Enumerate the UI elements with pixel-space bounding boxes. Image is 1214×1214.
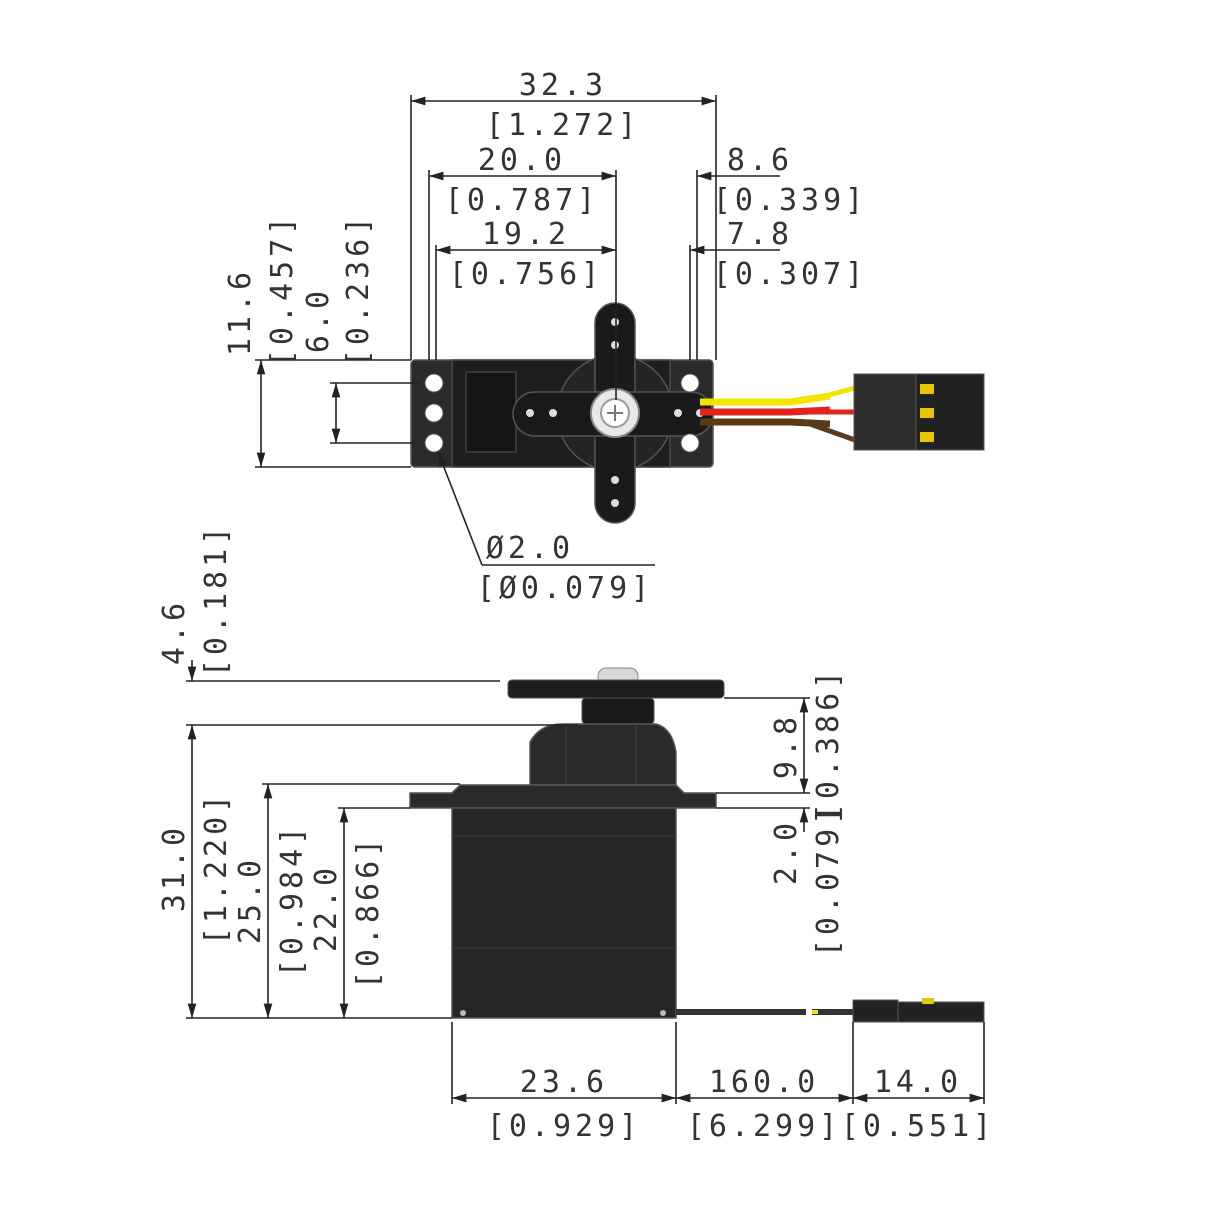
height-inner-in: [0.236]	[341, 213, 376, 367]
hole-span-outer-mm: 20.0	[478, 143, 566, 178]
overall-width-in: [1.272]	[486, 108, 640, 143]
horn-thickness-in: [0.181]	[199, 523, 234, 677]
total-height-in: [1.220]	[199, 791, 234, 945]
servo-side-view	[409, 667, 985, 1023]
connector	[853, 373, 985, 451]
flange-thickness-in: [0.079]	[811, 803, 846, 957]
height-outer-in: [0.457]	[265, 213, 300, 367]
hole-span-inner-mm: 19.2	[482, 217, 570, 252]
offset-outer-in: [0.339]	[713, 183, 867, 218]
body-width-mm: 23.6	[520, 1065, 608, 1100]
offset-inner-mm: 7.8	[727, 217, 793, 252]
flange-height-mm: 25.0	[233, 856, 268, 944]
side-dimension-lines	[186, 660, 985, 1104]
body-width-in: [0.929]	[487, 1109, 641, 1144]
total-height-mm: 31.0	[157, 824, 192, 912]
horn-thickness-mm: 4.6	[157, 599, 192, 665]
flange-to-horn-mm: 9.8	[769, 713, 804, 779]
flange-height-in: [0.984]	[275, 823, 310, 977]
body-height-mm: 22.0	[309, 864, 344, 952]
flange-to-horn-in: [0.386]	[811, 667, 846, 821]
body-height-in: [0.866]	[351, 835, 386, 989]
side-dimension-labels: 4.6 [0.181] 31.0 [1.220] 25.0 [0.984] 22…	[157, 523, 995, 1144]
hole-diameter-in: [Ø0.079]	[477, 571, 654, 606]
cable-length-in: [6.299]	[687, 1109, 841, 1144]
flange-thickness-mm: 2.0	[769, 819, 804, 885]
connector-length-mm: 14.0	[874, 1065, 962, 1100]
servo-top-view	[410, 302, 856, 524]
cable-length-mm: 160.0	[709, 1065, 819, 1100]
hole-span-outer-in: [0.787]	[445, 183, 599, 218]
offset-outer-mm: 8.6	[727, 143, 793, 178]
overall-width-mm: 32.3	[519, 68, 607, 103]
top-dimension-lines	[255, 95, 780, 566]
hole-span-inner-in: [0.756]	[449, 257, 603, 292]
connector-length-in: [0.551]	[841, 1109, 995, 1144]
hole-diameter-mm: Ø2.0	[486, 531, 574, 566]
height-outer-mm: 11.6	[223, 268, 258, 356]
top-dimension-labels: 32.3 [1.272] 20.0 [0.787] 19.2 [0.756] 8…	[223, 68, 867, 606]
height-inner-mm: 6.0	[301, 287, 336, 353]
offset-inner-in: [0.307]	[713, 257, 867, 292]
